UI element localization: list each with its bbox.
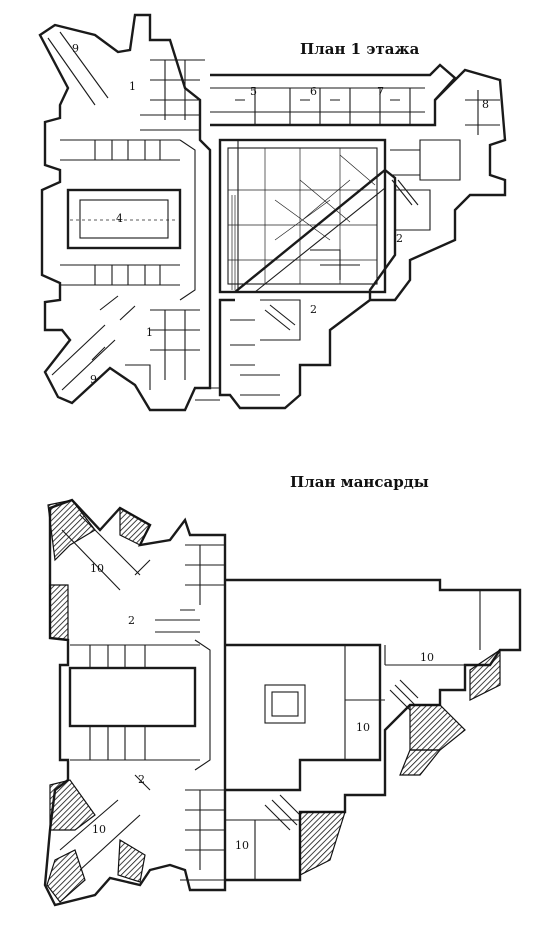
floor1-room-label: 8 — [482, 98, 489, 111]
floor1-room-label: 6 — [310, 85, 317, 98]
floor1-top-wing — [210, 63, 457, 127]
attic-right-block — [225, 578, 522, 882]
floor1-room-label: 4 — [116, 212, 123, 225]
floor1-room-label: 1 — [146, 326, 153, 339]
attic-roof-slope — [119, 506, 151, 546]
attic-roof-slope — [49, 584, 69, 641]
attic-roof-slope — [49, 779, 96, 831]
attic-roof-slope — [399, 749, 442, 776]
attic-plan-title: План мансарды — [290, 473, 429, 491]
attic-roof-slope — [47, 499, 96, 562]
floor1-room-label: 7 — [377, 85, 384, 98]
floor1-room-label: 2 — [396, 232, 403, 245]
floor1-room-label: 9 — [90, 373, 97, 386]
attic-roof-slope — [409, 704, 466, 751]
attic-roof-slope — [117, 838, 146, 883]
floor1-room-label: 9 — [72, 42, 79, 55]
floor1-plan-title: План 1 этажа — [300, 40, 420, 58]
floor1-room-label: 2 — [310, 303, 317, 316]
attic-roof-slope — [299, 811, 346, 876]
floor1-atrium — [218, 138, 387, 294]
floor1-left-wing — [38, 13, 212, 412]
floor1-plan: 9 1 5 6 7 8 4 2 1 2 9 — [38, 13, 507, 412]
floor1-hall — [66, 188, 182, 250]
attic-room-label: 2 — [128, 614, 135, 627]
attic-room-label: 10 — [356, 721, 370, 734]
attic-left-wing — [43, 498, 227, 907]
floor1-right-wing — [370, 68, 507, 302]
attic-room-label: 10 — [90, 562, 104, 575]
floor1-room-label: 1 — [129, 80, 136, 93]
attic-room-label: 10 — [92, 823, 106, 836]
attic-roof-slope — [469, 648, 501, 701]
floor1-lower-right — [218, 169, 397, 410]
attic-room-label: 10 — [235, 839, 249, 852]
attic-central-block — [68, 666, 197, 728]
attic-room-label: 2 — [138, 773, 145, 786]
attic-skylight — [264, 684, 306, 724]
floor1-room-label: 5 — [250, 85, 257, 98]
attic-room-label: 10 — [420, 651, 434, 664]
attic-plan: 10 2 10 10 2 10 10 — [43, 498, 522, 907]
attic-roof-slope — [46, 849, 86, 903]
